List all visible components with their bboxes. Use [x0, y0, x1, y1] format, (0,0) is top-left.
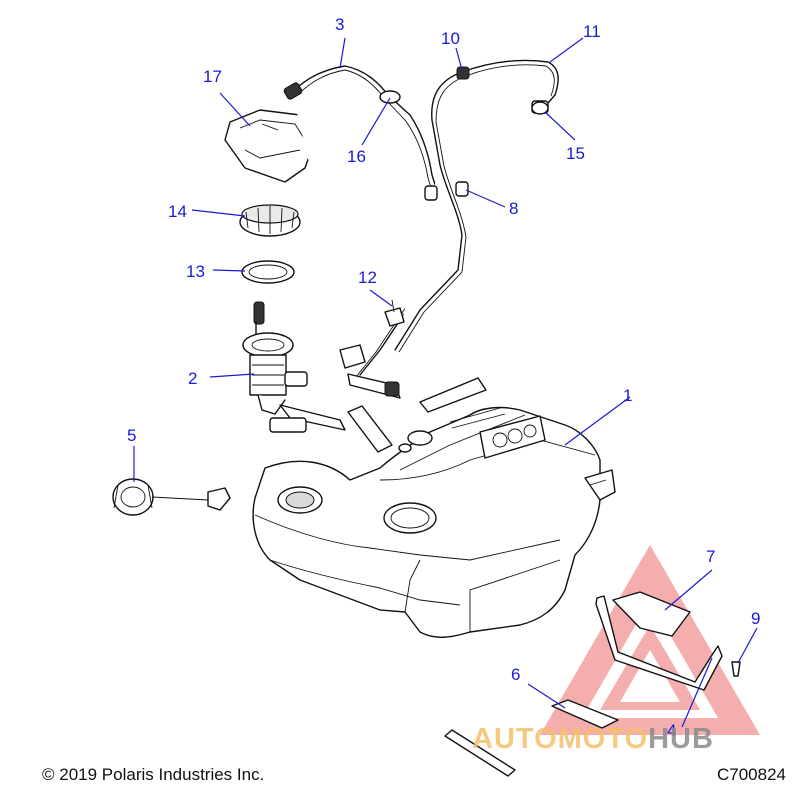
callout-10: 10: [441, 29, 460, 48]
callout-11: 11: [583, 22, 601, 41]
callout-15: 15: [566, 144, 585, 163]
callout-12: 12: [358, 268, 377, 287]
fuel-pump-assembly: [242, 301, 346, 433]
tank-strap: [595, 591, 723, 691]
hose-clamp: [531, 101, 549, 115]
strap-screw: [731, 661, 741, 677]
pump-seal: [241, 260, 295, 284]
copyright-notice: © 2019 Polaris Industries Inc.: [42, 765, 265, 784]
callout-2: 2: [188, 369, 197, 388]
fuel-cap: [112, 478, 231, 516]
callout-6: 6: [511, 665, 520, 684]
svg-text:AUTOMOTOHUB: AUTOMOTOHUB: [472, 723, 714, 755]
strap-band: [444, 729, 516, 777]
fuel-hose-assembly: [283, 59, 559, 399]
callout-9: 9: [751, 609, 760, 628]
callout-5: 5: [127, 426, 136, 445]
callout-13: 13: [186, 262, 205, 281]
hose-clip: [384, 299, 405, 327]
strap-pad: [551, 699, 619, 729]
callout-1: 1: [623, 386, 632, 405]
pump-lock-ring: [239, 204, 301, 237]
leader-lines: [133, 37, 758, 728]
pump-cover: [224, 109, 316, 183]
fuel-tank: [252, 406, 616, 638]
foam-pads: [347, 377, 487, 453]
callout-3: 3: [335, 15, 344, 34]
callout-7: 7: [706, 547, 715, 566]
figure-id: C700824: [716, 765, 786, 784]
watermark-text: AUTOMOTOHUB: [472, 723, 714, 755]
callout-labels: 1 2 3 4 5 6 7 8 9 10 11 12 13 14 15 16 1…: [127, 15, 760, 740]
callout-4: 4: [667, 721, 676, 740]
callout-17: 17: [203, 67, 222, 86]
callout-8: 8: [509, 199, 518, 218]
callout-14: 14: [168, 202, 187, 221]
callout-16: 16: [347, 147, 366, 166]
